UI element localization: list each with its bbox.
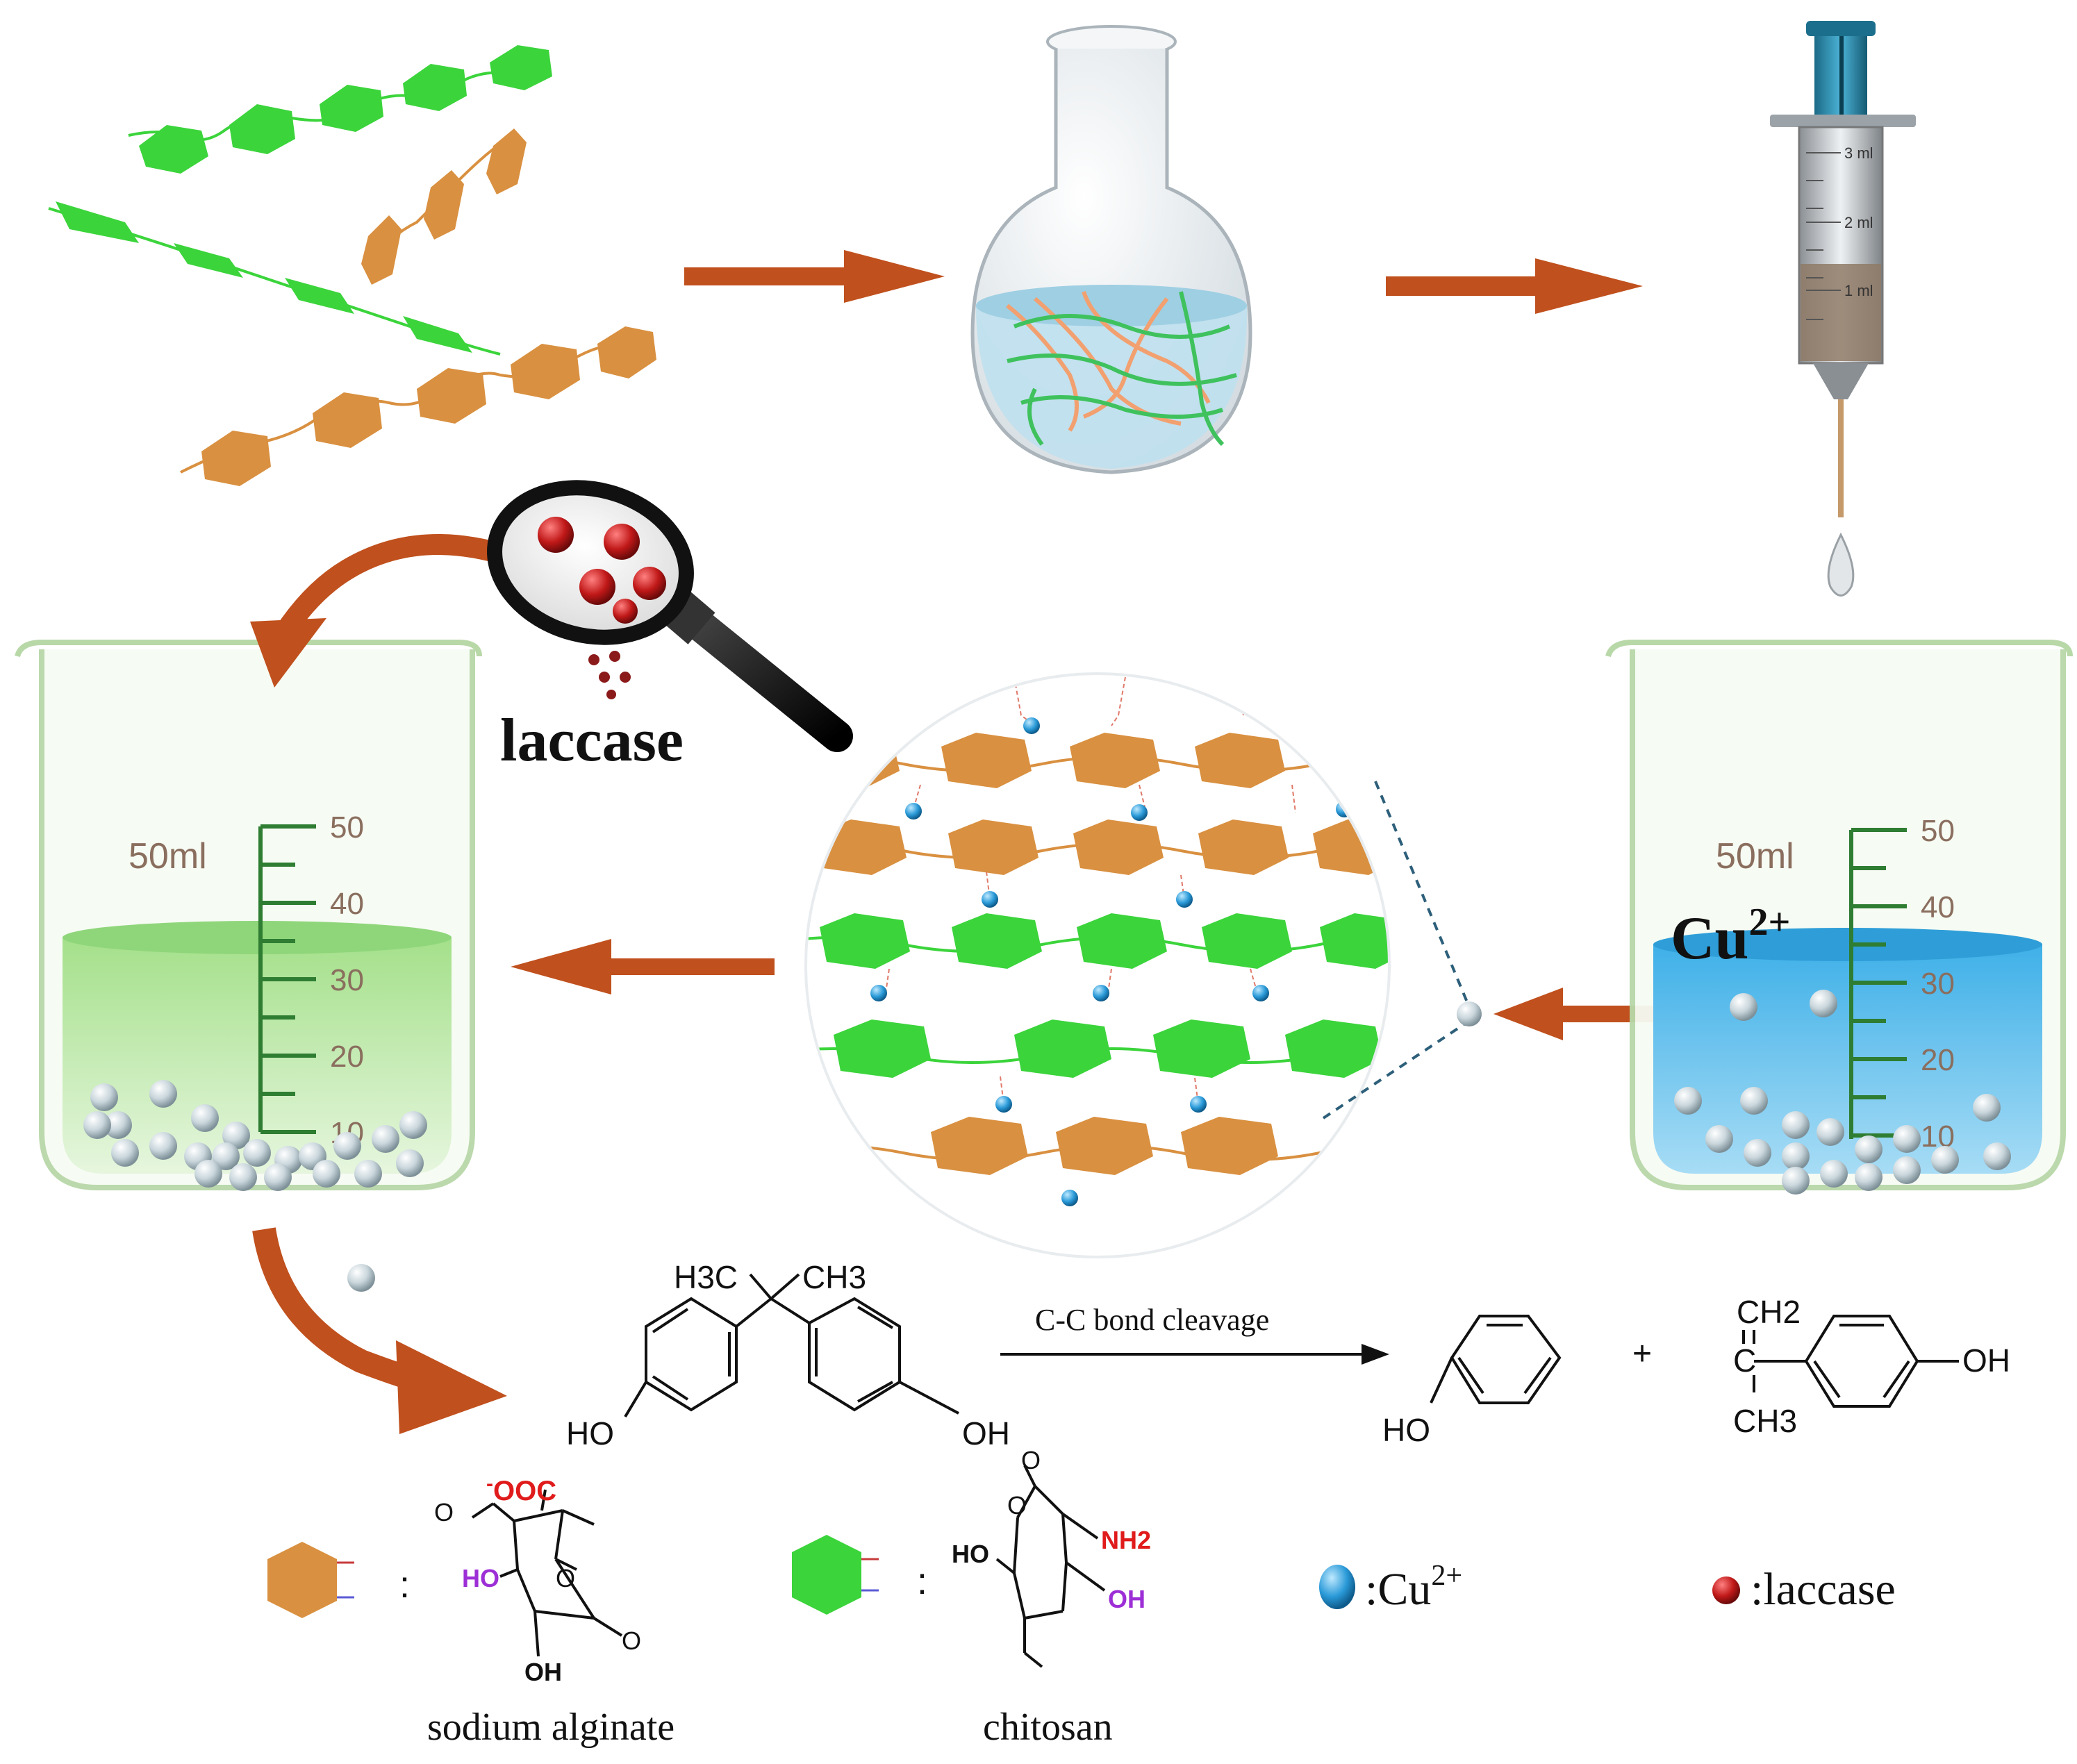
chitosan-chain-twisted [48, 201, 501, 356]
left-beaker-scale [258, 824, 316, 1134]
left-scale-30: 30 [330, 963, 364, 997]
arrow-to-syringe [1386, 258, 1643, 314]
alginate-hydroxyl-left: HO [462, 1564, 499, 1592]
left-scale-20: 20 [330, 1040, 364, 1074]
legend-chitosan-colon: : [917, 1561, 927, 1602]
phenol-structure [1430, 1315, 1562, 1404]
alginate-carboxylate-group: OOC [493, 1476, 556, 1506]
syringe-label-3ml: 3 ml [1844, 144, 1873, 162]
alginate-carboxylate-charge: - [486, 1472, 493, 1495]
alginate-chain-diagonal [361, 128, 527, 285]
isopropenyl-hydroxyl: OH [1962, 1342, 2010, 1379]
laccase-particles-in-lens [538, 517, 666, 624]
reaction-plus: + [1632, 1336, 1652, 1372]
isopropenyl-ch2: CH2 [1737, 1294, 1801, 1330]
polymer-chains-illustration [48, 45, 656, 486]
alginate-chain [180, 326, 656, 486]
zoom-copper-ions [870, 717, 1352, 1206]
alginate-o-methyl: O [434, 1498, 454, 1526]
alginate-ring-structure [471, 1489, 623, 1657]
reaction-arrow-label: C-C bond cleavage [1035, 1303, 1269, 1337]
single-bead [347, 1264, 375, 1292]
bisphenol-a-structure [624, 1273, 959, 1418]
bpa-left-methyl: H3C [674, 1259, 738, 1295]
copper-ion-label-base: Cu [1671, 905, 1749, 972]
round-bottom-flask [970, 25, 1252, 474]
chitosan-ring-oxygen: O [1007, 1491, 1027, 1520]
left-scale-40: 40 [330, 887, 364, 921]
chitosan-hydroxyl-left: HO [952, 1540, 989, 1568]
legend-chitosan-symbol [792, 1535, 879, 1615]
left-scale-50: 50 [330, 810, 364, 844]
legend-copper-icon [1319, 1565, 1355, 1609]
right-scale-20: 20 [1921, 1043, 1955, 1077]
copper-ion-label: Cu2+ [1671, 901, 1790, 972]
syringe-label-2ml: 2 ml [1844, 214, 1873, 231]
bpa-right-methyl: CH3 [802, 1259, 866, 1295]
arrow-curved-to-reaction [252, 1227, 507, 1434]
left-beaker-beads [83, 1080, 427, 1191]
syringe: 3 ml 2 ml 1 ml [1770, 21, 1916, 597]
alginate-glycosidic-oxygen: O [622, 1626, 641, 1655]
zoom-callout-lines [1322, 781, 1471, 1120]
arrow-right-beaker-to-bead [1493, 988, 1726, 1040]
alginate-ring-oxygen: O [556, 1564, 575, 1592]
isopropenyl-ch3: CH3 [1733, 1403, 1797, 1439]
chitosan-chain [128, 45, 552, 174]
isopropenyl-c: C [1733, 1342, 1756, 1379]
legend-alginate-caption: sodium alginate [427, 1706, 675, 1749]
laccase-label: laccase [500, 707, 684, 774]
zoomed-bead [1457, 1001, 1482, 1026]
zoom-row-chitosan-2 [806, 913, 1389, 969]
right-beaker-volume-label: 50ml [1716, 836, 1794, 876]
magnifying-glass: laccase [487, 480, 853, 774]
polymer-network-in-flask [1006, 291, 1237, 447]
beaker-left: 50ml 50 40 30 20 10 [15, 640, 482, 1191]
right-scale-40: 40 [1921, 890, 1955, 924]
syringe-graduations [1806, 152, 1841, 320]
bpa-right-hydroxyl: OH [962, 1415, 1010, 1451]
chitosan-hydroxyl-right: OH [1108, 1585, 1145, 1613]
right-beaker-scale [1849, 828, 1907, 1139]
zoom-row-alginate-1 [806, 729, 1389, 788]
legend-laccase-icon [1712, 1576, 1740, 1604]
beaker-right: 50ml Cu2+ 50 40 30 20 10 [1605, 640, 2073, 1195]
right-scale-30: 30 [1921, 967, 1955, 1001]
legend-copper-label-base: :Cu [1365, 1564, 1431, 1615]
legend-alginate-symbol [267, 1542, 354, 1618]
legend-laccase-label: :laccase [1751, 1564, 1896, 1615]
legend-chitosan-caption: chitosan [983, 1706, 1113, 1749]
arrow-to-flask [684, 250, 945, 303]
legend-copper-label-sup: 2+ [1431, 1560, 1462, 1592]
syringe-label-1ml: 1 ml [1844, 282, 1873, 299]
laccase-dots [588, 651, 631, 699]
chitosan-amine: NH2 [1101, 1526, 1151, 1554]
arrow-zoom-to-left-beaker [511, 939, 775, 995]
zoom-circle [804, 672, 1391, 1258]
right-beaker-beads [1674, 990, 2011, 1195]
alginate-carboxylate: -OOC [486, 1472, 556, 1506]
phenol-hydroxyl: HO [1382, 1412, 1430, 1448]
zoom-row-alginate-2 [806, 819, 1389, 875]
isopropenylphenol-structure [1742, 1315, 1959, 1408]
bpa-left-hydroxyl: HO [566, 1415, 614, 1451]
reaction-arrow [1000, 1344, 1389, 1365]
zoom-row-chitosan-3 [806, 1020, 1389, 1078]
alginate-hydroxyl-bottom: OH [524, 1658, 562, 1686]
legend-alginate-colon: : [399, 1564, 410, 1606]
arrow-curved-to-left-beaker [250, 534, 511, 688]
right-scale-50: 50 [1921, 814, 1955, 848]
legend-copper-label: :Cu2+ [1365, 1560, 1462, 1615]
copper-ion-label-sup: 2+ [1749, 901, 1791, 944]
chitosan-ring-structure [995, 1465, 1106, 1668]
left-beaker-volume-label: 50ml [129, 836, 207, 876]
chitosan-top-oxygen: O [1021, 1446, 1041, 1474]
